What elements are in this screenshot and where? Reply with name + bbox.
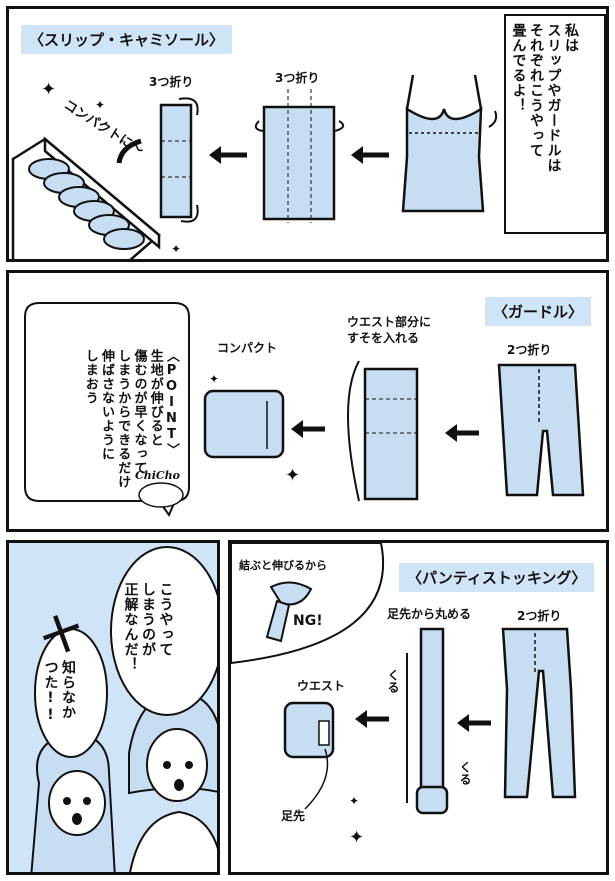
point-heading: 〈POINT〉 xyxy=(164,349,179,457)
panel-slip: ✦ ✦ ✦ 〈スリップ・キャミソール〉 3つ折り 3つ折り コンパクトに〜 私は… xyxy=(6,6,609,262)
compact-girdle xyxy=(203,389,285,459)
slip-title: 〈スリップ・キャミソール〉 xyxy=(21,25,233,54)
point-line-2: 傷むのが早くなって xyxy=(131,349,147,475)
fold-label-mid: 3つ折り xyxy=(275,71,320,85)
girdle-fold-label: 2つ折り xyxy=(507,343,552,357)
svg-text:✦: ✦ xyxy=(349,794,359,808)
svg-text:✦: ✦ xyxy=(95,98,105,112)
girdle-illustration: ✦ ✦ xyxy=(24,302,585,518)
svg-text:✦: ✦ xyxy=(209,372,219,386)
svg-text:✦: ✦ xyxy=(285,465,300,486)
toe-label: 足先 xyxy=(281,809,306,823)
kuru-label-1: くる xyxy=(386,669,400,693)
stockings-roll-label: 足先から丸める xyxy=(387,607,472,621)
stockings-title: 〈パンティストッキング〉 xyxy=(399,563,595,592)
point-line-3: しまうからできるだけ xyxy=(115,349,131,489)
narration-line-3: それぞれこうやって xyxy=(528,23,544,158)
half-girdle xyxy=(363,367,419,501)
drawer-box xyxy=(11,136,161,259)
panel-stockings: ✦ ✦ 〈パンティストッキング〉 結ぶと伸びるから NG! 2つ折り 足先から丸… xyxy=(228,540,609,875)
speech-bubble-1: こうやって しまうのが 正解なんだ！ xyxy=(121,557,213,707)
camisole xyxy=(401,74,498,213)
girdle-shorts xyxy=(497,363,585,497)
ng-caption: 結ぶと伸びるから xyxy=(239,559,327,572)
stockings-illustration: ✦ ✦ xyxy=(231,543,577,848)
girdle-compact-label: コンパクト xyxy=(217,341,278,355)
narration-line-2: スリップやガードルは xyxy=(545,23,562,173)
narration-box: 私は スリップやガードルは それぞれこうやって 畳んでるよ！ xyxy=(509,23,601,229)
girdle-waist-label: ウエスト部分に すそを入れる xyxy=(347,315,431,346)
point-line-5: しまおう xyxy=(82,349,98,405)
speech-1-line-2: しまうのが xyxy=(140,582,156,657)
waist-label: ウエスト xyxy=(297,679,346,693)
kuru-label-2: くる xyxy=(458,761,472,785)
pantyhose xyxy=(501,627,577,799)
folded-strip xyxy=(159,103,193,219)
narration-line-4: 畳んでるよ！ xyxy=(510,23,527,113)
panel-girdle: ✦ ✦ 〈ガードル〉 2つ折り ウエスト部分に すそを入れる コンパクト 〈PO… xyxy=(6,270,609,532)
slip-illustration: ✦ ✦ ✦ xyxy=(11,14,606,259)
speech-1-line-3: 正解なんだ！ xyxy=(122,582,139,672)
svg-text:✦: ✦ xyxy=(349,827,364,848)
speech-1-line-1: こうやって xyxy=(157,582,174,657)
rolled-stocking xyxy=(419,627,445,811)
speech-2-line-2: つた!! xyxy=(42,660,59,724)
girdle-waist-line-2: すそを入れる xyxy=(347,330,420,345)
ng-label: NG! xyxy=(293,613,323,629)
stockings-fold-label: 2つ折り xyxy=(517,609,562,623)
speech-2-line-1: 知らなか xyxy=(60,660,76,720)
point-line-4: 伸ばさないように xyxy=(99,349,114,461)
girdle-title: 〈ガードル〉 xyxy=(485,297,592,326)
girdle-waist-line-1: ウエスト部分に xyxy=(347,315,432,329)
svg-text:✦: ✦ xyxy=(41,79,56,100)
point-bubble: 〈POINT〉 生地が伸びると 傷むのが早くなって しまうからできるだけ 伸ばさ… xyxy=(33,309,179,495)
point-line-1: 生地が伸びると xyxy=(147,349,163,447)
speech-bubble-2: 知らなか つた!! xyxy=(41,647,101,743)
svg-text:✦: ✦ xyxy=(171,242,181,256)
fold-label-left: 3つ折り xyxy=(149,75,194,89)
woman-right xyxy=(128,691,217,872)
panel-reaction: 十 こうやって しまうのが 正解なんだ！ 知らなか つた!! xyxy=(6,540,220,875)
signature: ChiCho xyxy=(135,469,181,482)
reaction-illustration xyxy=(9,543,217,872)
narration-line-1: 私は xyxy=(563,23,579,53)
knotted-stocking xyxy=(265,581,313,643)
folded-rect xyxy=(262,105,336,221)
